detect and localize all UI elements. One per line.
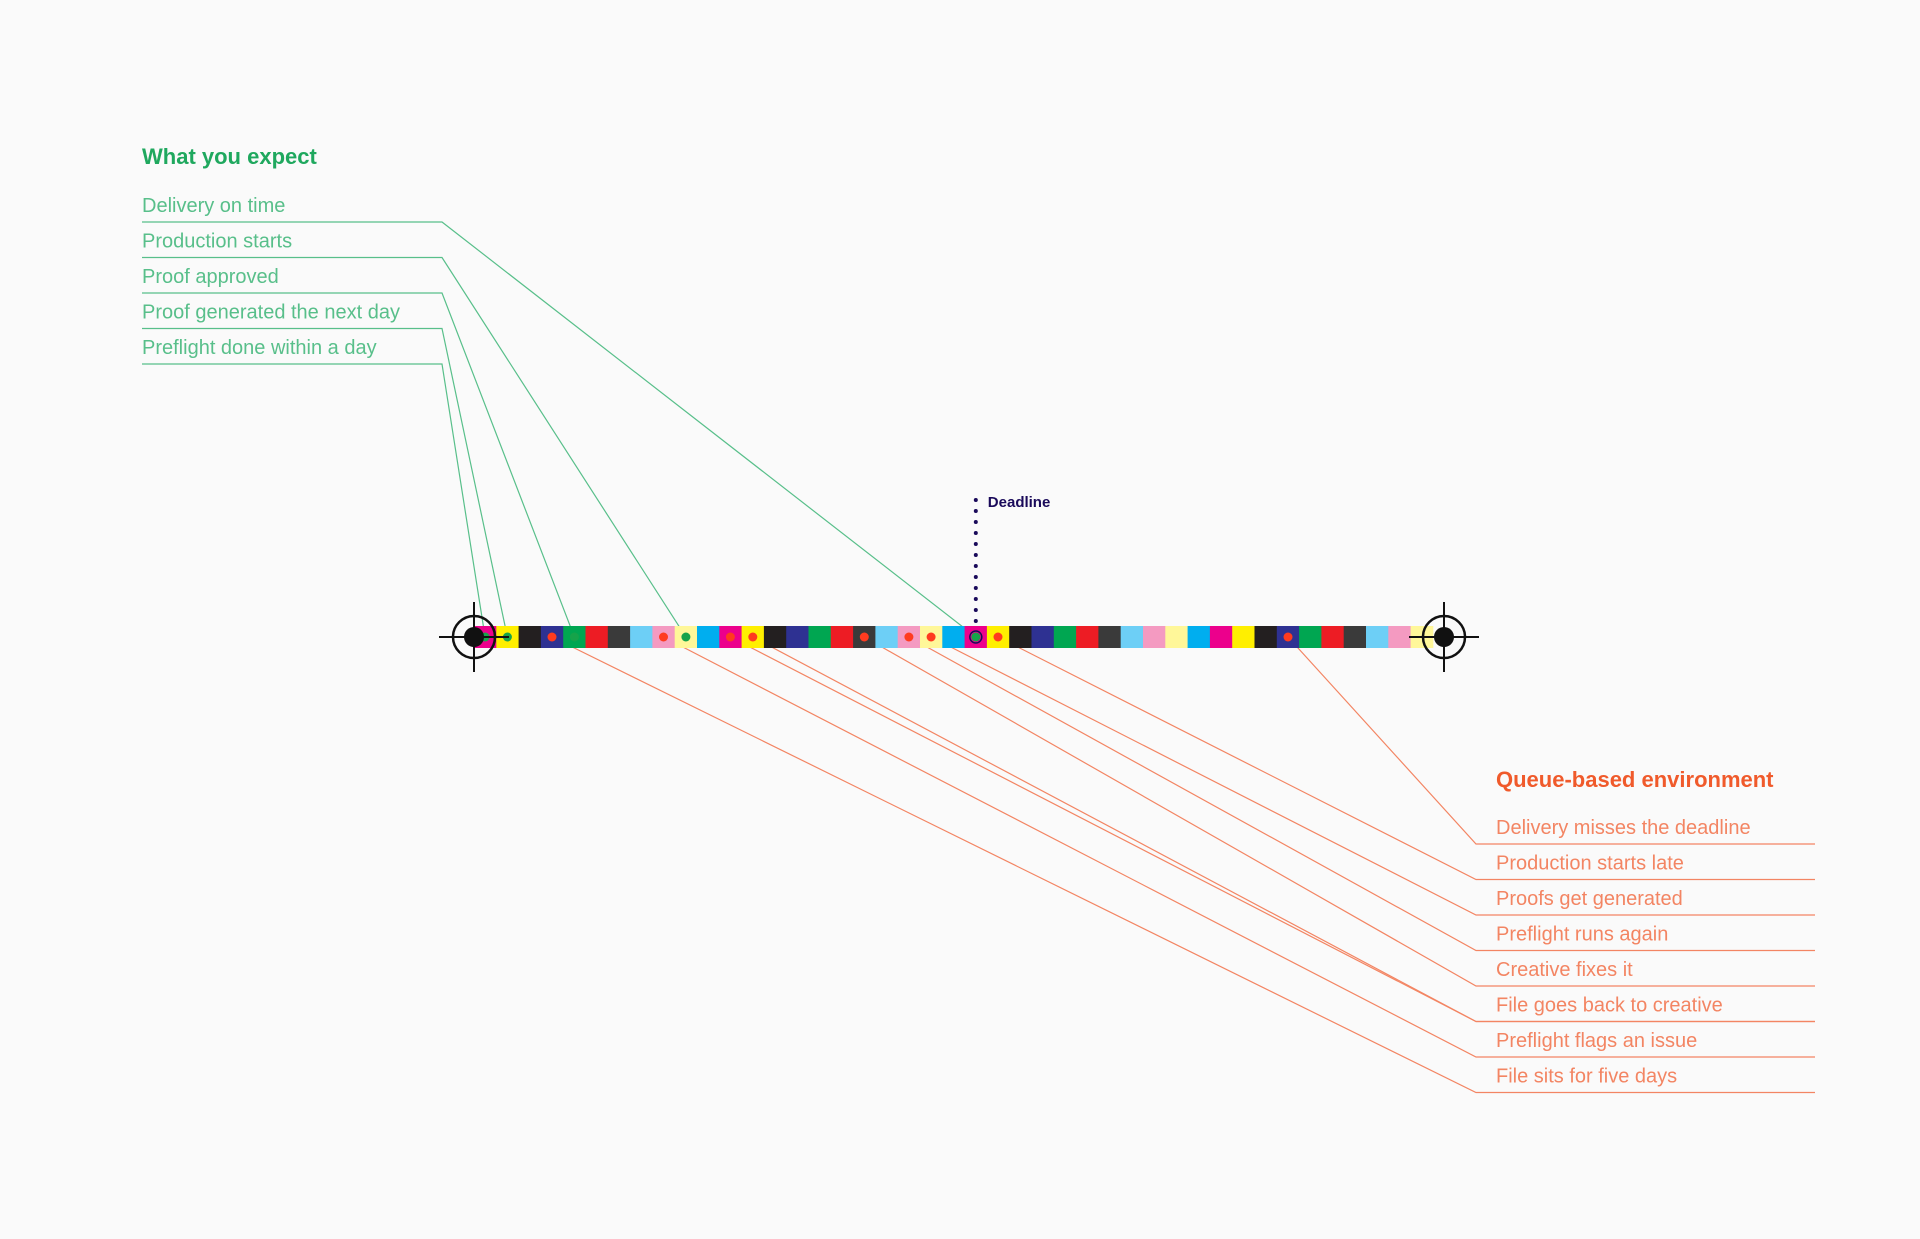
queue-section: Queue-based environment Delivery misses … (1496, 767, 1774, 1088)
timeline-segment (518, 626, 542, 648)
queue-connector-line (908, 636, 1815, 952)
deadline-dot (973, 553, 978, 557)
queue-item-label: Proofs get generated (1496, 888, 1683, 910)
end-target-icon (1409, 602, 1479, 672)
start-target-ring (451, 614, 497, 660)
queue-item-label: Delivery misses the deadline (1496, 817, 1751, 839)
expect-item-label: Proof approved (142, 266, 279, 288)
queue-item-label: Creative fixes it (1496, 959, 1633, 981)
end-target-ring (1421, 614, 1467, 660)
timeline-segment (808, 626, 832, 648)
timeline-segment (630, 626, 653, 648)
connector-lines (142, 221, 1815, 1094)
timeline-segment (1232, 626, 1255, 648)
timeline-segment (1254, 626, 1278, 648)
timeline-segment (786, 626, 809, 648)
deadline-dot (973, 531, 978, 535)
expect-item-label: Preflight done within a day (142, 337, 377, 359)
timeline-segment (585, 626, 609, 648)
timeline-segment (1165, 626, 1188, 648)
deadline-dot (973, 542, 978, 546)
queue-connector-line (663, 636, 1815, 1058)
timeline-segment (942, 626, 965, 648)
queue-marker-dot (1283, 632, 1293, 642)
queue-connector-line (997, 636, 1815, 881)
timeline-segment (1143, 626, 1166, 648)
expect-connector-line (142, 363, 486, 638)
queue-connector-line (864, 636, 1815, 987)
timeline-segment (1388, 626, 1411, 648)
expect-item-label: Delivery on time (142, 195, 285, 217)
queue-marker-dot (859, 632, 869, 642)
timeline-segment (607, 626, 631, 648)
expect-connector-line (142, 292, 575, 638)
timeline-segment (1009, 626, 1032, 648)
expect-connector-line (142, 256, 687, 638)
deadline-dot (973, 509, 978, 513)
queue-item-label: Production starts late (1496, 853, 1684, 875)
timeline-segment (1209, 626, 1233, 648)
timeline-segment (1366, 626, 1389, 648)
timeline-segment (875, 626, 899, 648)
queue-marker-dot (659, 632, 668, 642)
timeline-segment (1321, 626, 1345, 648)
deadline-dot (973, 586, 978, 590)
queue-item-label: Preflight runs again (1496, 924, 1668, 946)
deadline-label: Deadline (988, 494, 1051, 511)
expect-title: What you expect (142, 144, 317, 169)
timeline-segment (1187, 626, 1211, 648)
queue-marker-dot (993, 632, 1003, 642)
start-target-center (464, 627, 484, 647)
expect-marker-dot (681, 632, 691, 642)
queue-item-label: File goes back to creative (1496, 995, 1723, 1017)
deadline-marker: Deadline (969, 494, 1051, 644)
queue-marker-dot (748, 632, 758, 642)
timeline-segment (1343, 626, 1367, 648)
timeline-segment (1031, 626, 1055, 648)
expect-item-label: Proof generated the next day (142, 302, 400, 324)
timeline-bar (474, 626, 1434, 648)
timeline-segment (1299, 626, 1322, 648)
deadline-dot (973, 597, 978, 601)
timeline-segment (1098, 626, 1122, 648)
timeline-segment (1120, 626, 1144, 648)
queue-connector-line (1287, 636, 1815, 845)
start-target-icon (439, 602, 509, 672)
deadline-ring (969, 630, 983, 644)
deadline-dot (973, 498, 978, 502)
timeline-segment (1076, 626, 1099, 648)
queue-item-label: Preflight flags an issue (1496, 1030, 1697, 1052)
deadline-dotted-line (969, 498, 983, 644)
timeline-segment (763, 626, 787, 648)
end-target-center (1434, 627, 1454, 647)
queue-item-label: File sits for five days (1496, 1066, 1677, 1088)
expect-connector-line (142, 221, 977, 638)
expect-marker-dot (971, 632, 981, 642)
timeline-segment (830, 626, 854, 648)
queue-marker-dot (926, 632, 936, 642)
queue-connector-line (930, 636, 1815, 916)
expect-connector-line (142, 327, 508, 638)
queue-marker-dot (904, 632, 914, 642)
deadline-dot (973, 608, 978, 612)
queue-marker-dot (547, 632, 557, 642)
deadline-dot (973, 619, 978, 623)
queue-connector-line (730, 636, 1815, 1023)
deadline-dot (973, 564, 978, 568)
expect-section: What you expect Delivery on timeProducti… (142, 144, 400, 359)
timeline-segment (1053, 626, 1077, 648)
timeline-segment (697, 626, 720, 648)
expect-marker-dot (569, 632, 579, 642)
queue-connector-line (551, 636, 1815, 1094)
queue-title: Queue-based environment (1496, 767, 1774, 792)
queue-marker-dot (725, 632, 735, 642)
deadline-dot (973, 520, 978, 524)
expect-item-label: Production starts (142, 231, 292, 253)
deadline-dot (973, 575, 978, 579)
